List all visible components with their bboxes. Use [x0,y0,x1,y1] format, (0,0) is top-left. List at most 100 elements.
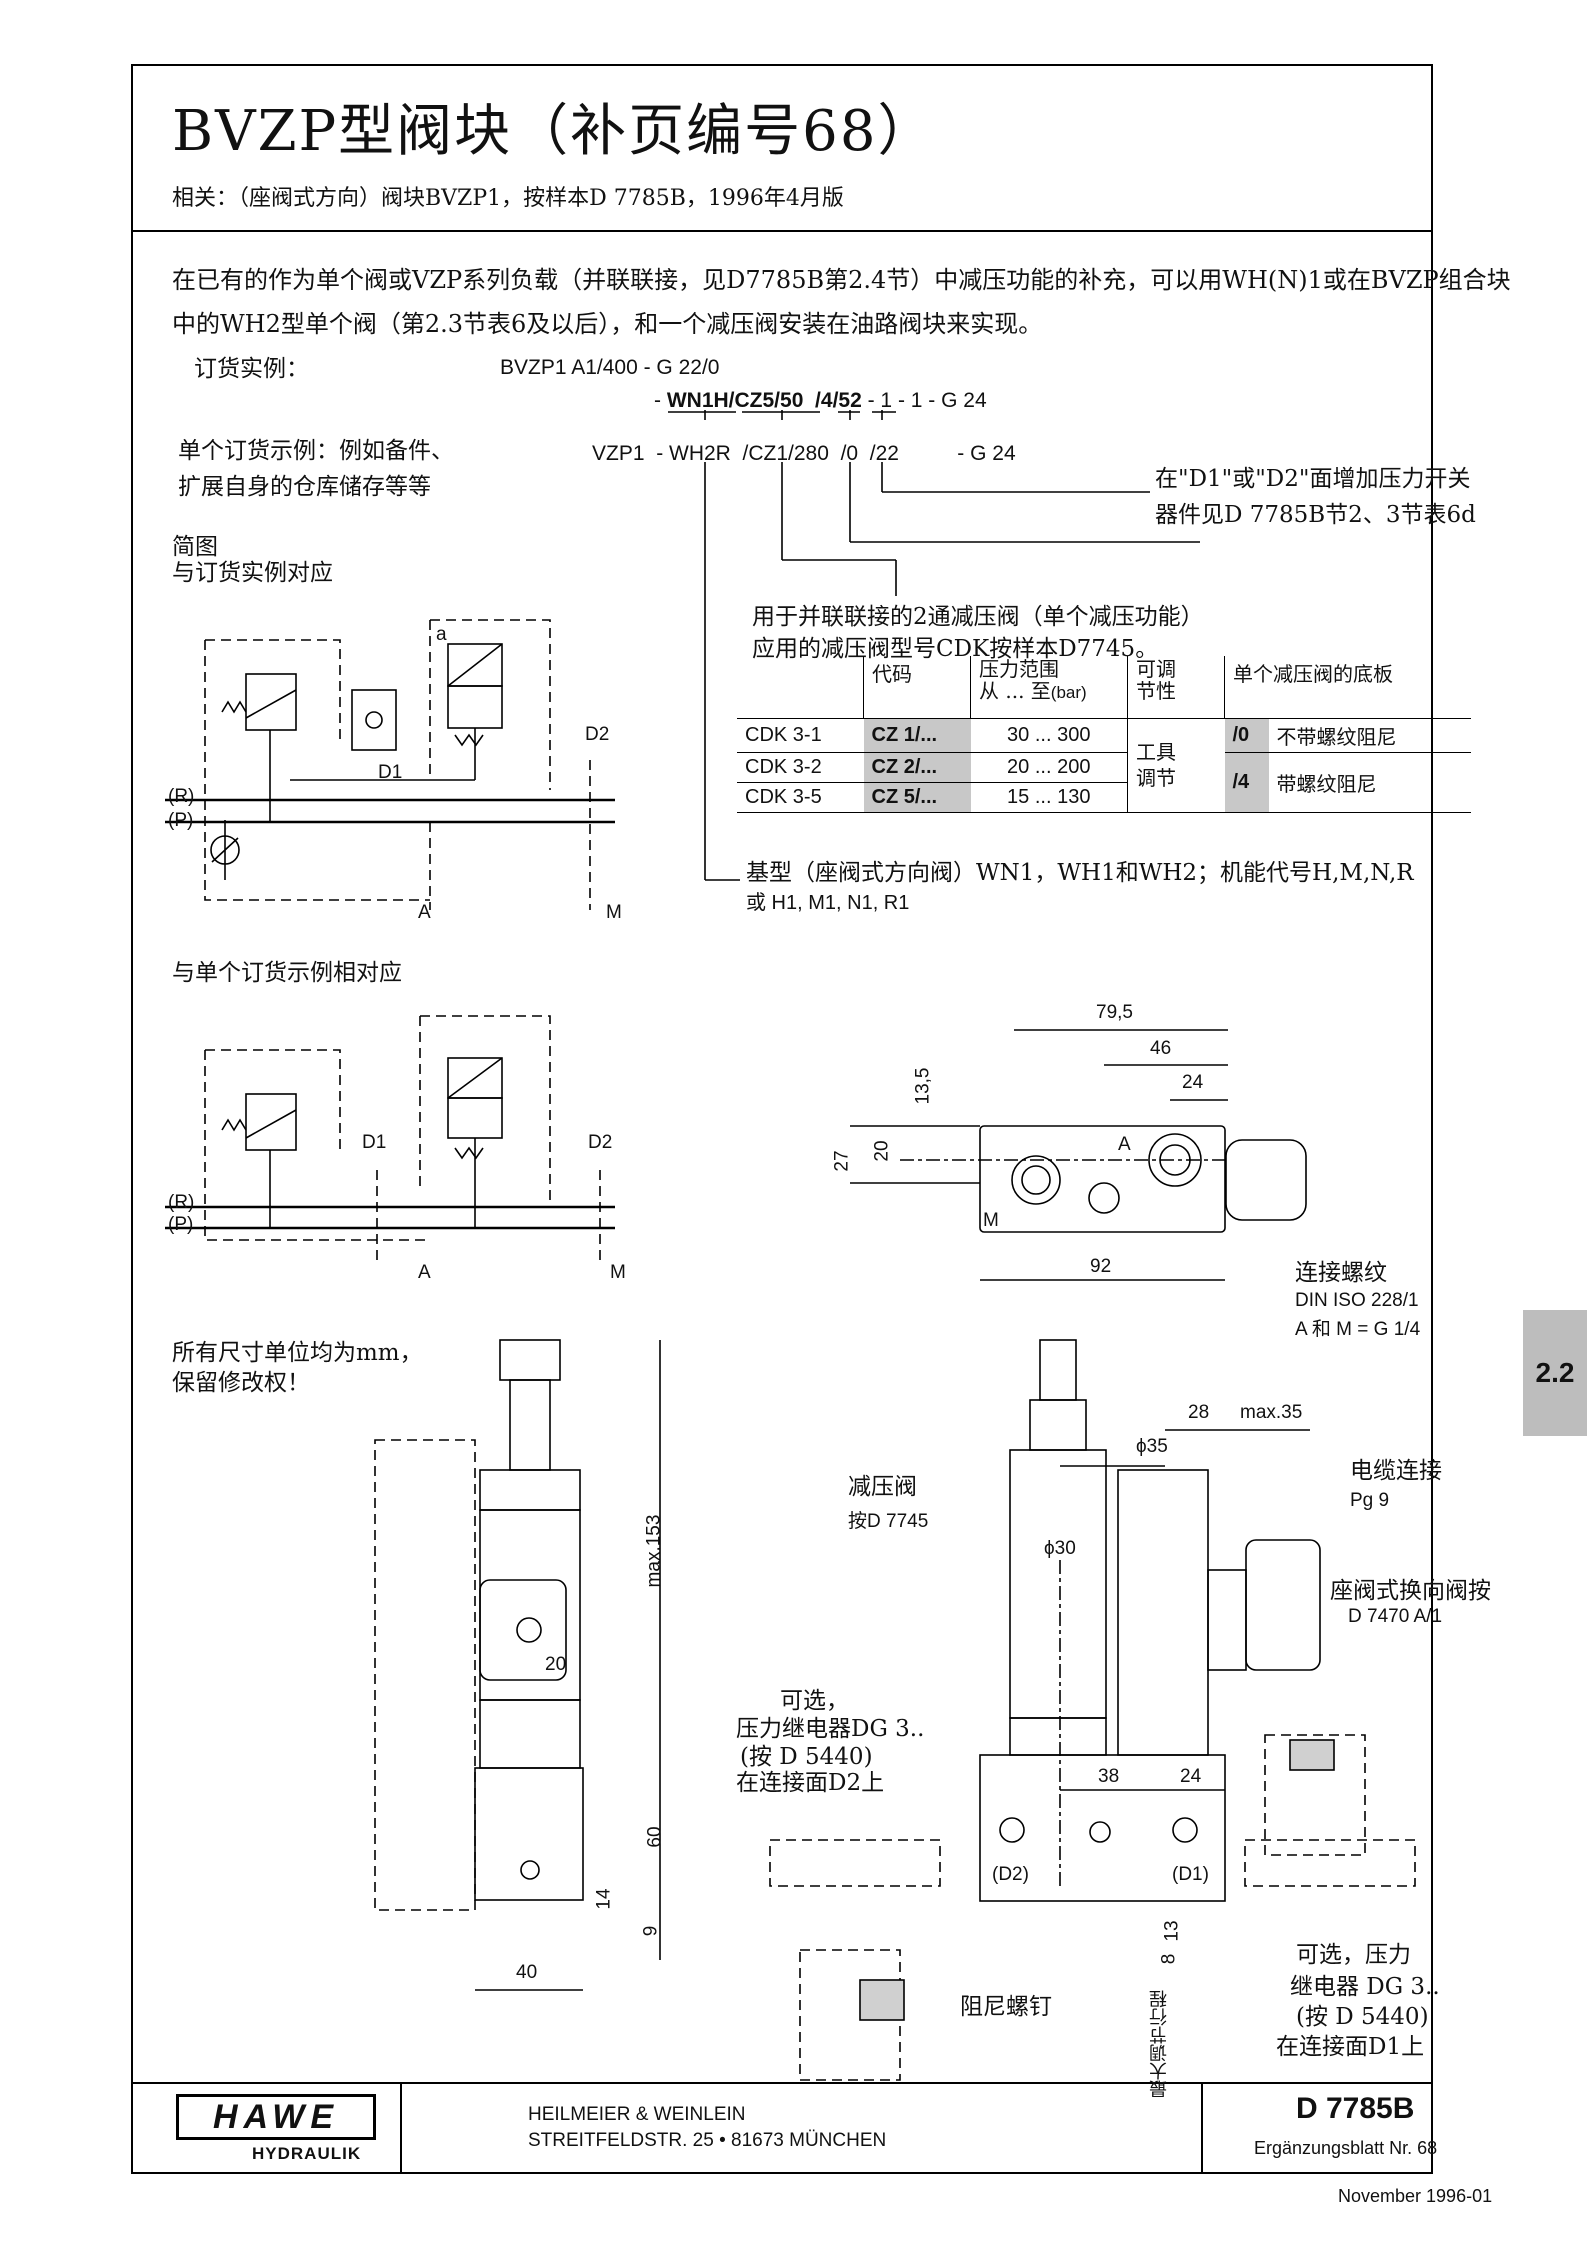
cdk-row-1-range: 30 ... 300 [1007,723,1091,746]
order-leader-lines [668,410,1200,881]
block-top-view [850,1029,1307,1281]
dim-20-top: 20 [871,1140,893,1162]
pressure-switch-note-1: 在"D1"或"D2"面增加压力开关 [1155,466,1471,492]
cdk-header-plate: 单个减压阀的底板 [1233,662,1393,686]
plate-0-code: /0 [1224,718,1269,752]
seat-valve-label-2: D 7470 A/1 [1348,1606,1443,1627]
port-r: (R) [168,786,195,807]
cdk-row-3-model: CDK 3-5 [745,785,822,808]
single-order-label-1: 单个订货示例：例如备件、 [178,438,454,464]
order-part-type: WN1H [666,389,729,412]
dim-9: 9 [640,1925,662,1937]
single-order-line: VZP1 - WH2R /CZ1/280 /0 /22 - G 24 [592,442,1016,465]
order-part-switch: /52 [832,389,862,412]
cdk-adjust-2: 调节 [1136,766,1176,790]
header-divider [131,230,1433,232]
damping-screw-label: 阻尼螺钉 [960,1994,1052,2020]
cdk-header-code: 代码 [872,662,912,686]
cdk-adjust-1: 工具 [1136,740,1176,764]
dim-24-top: 24 [1182,1072,1204,1093]
port-d2: D2 [585,724,610,745]
optional-left-1: 可选， [780,1688,849,1714]
dim-92: 92 [1090,1256,1112,1277]
optional-left-3: (按 D 5440) [740,1744,873,1770]
dim-28: 28 [1188,1402,1210,1423]
cdk-header-adjust-2: 节性 [1136,679,1176,703]
cdk-header-range-2: 从 ... 至 [979,679,1051,703]
schematic-single-example [165,1015,615,1260]
order-line-2: - WN1H/CZ5/50 /4/52 - 1 - 1 - G 24 [654,389,987,413]
port-r-2: (R) [168,1192,195,1213]
dim-8: 8 [1158,1953,1180,1965]
thread-std: DIN ISO 228/1 [1295,1290,1419,1311]
hawe-logo-sub: HYDRAULIK [252,2144,362,2163]
order-line-1: BVZP1 A1/400 - G 22/0 [500,356,720,379]
section-tab: 2.2 [1523,1310,1587,1436]
dim-24-front: 24 [1180,1766,1202,1787]
reducing-valve-label-1: 减压阀 [848,1474,917,1500]
port-m-2: M [610,1262,626,1283]
schematic-label-2: 与订货实例对应 [172,560,333,586]
port-d1-2: D1 [362,1132,387,1153]
front-view [769,1339,1416,2081]
cdk-row-3-code: CZ 5/... [863,782,971,812]
page-subtitle: 相关：（座阀式方向）阀块BVZP1，按样本D 7785B，1996年4月版 [172,186,844,211]
intro-paragraph: 在已有的作为单个阀或VZP系列负载（并联联接，见D7785B第2.4节）中减压功… [172,266,1511,338]
cdk-header-adjust: 可调 [1136,657,1176,681]
cdk-row-1-code: CZ 1/... [863,718,971,752]
footer-company: HEILMEIER & WEINLEIN [528,2104,746,2125]
cdk-row-2-code: CZ 2/... [863,752,971,782]
dim-46: 46 [1150,1038,1172,1059]
top-port-m: M [983,1210,999,1231]
port-d1-face: (D1) [1172,1864,1209,1885]
order-part-plate: /4 [815,389,833,412]
basic-type-2: 或 H1, M1, N1, R1 [746,892,910,914]
cdk-table: 代码 压力范围从 ... 至(bar) 可调节性 单个减压阀的底板 CDK 3-… [737,656,1471,813]
doc-id: D 7785B [1296,2092,1415,2125]
port-d2-face: (D2) [992,1864,1029,1885]
optional-left-2: 压力继电器DG 3.. [736,1716,925,1742]
plate-4-desc: 带螺纹阻尼 [1268,751,1471,813]
port-a-solenoid: a [436,624,447,645]
doc-date: November 1996-01 [1338,2186,1493,2206]
port-a-2: A [418,1262,431,1283]
dim-40: 40 [516,1962,538,1983]
dim-20-side: 20 [545,1654,567,1675]
page-frame [131,64,1433,2174]
side-view [374,1339,661,1991]
port-p-2: (P) [168,1214,194,1235]
optional-right-2: 继电器 DG 3.. [1290,1974,1440,2000]
pressure-switch-note-2: 器件见D 7785B节2、3节表6d [1155,502,1476,528]
cable-label-2: Pg 9 [1350,1490,1390,1511]
port-d2-2: D2 [588,1132,613,1153]
thread-val: A 和 M = G 1/4 [1295,1319,1421,1340]
order-line-2-suffix: - 1 - 1 - G 24 [861,389,987,412]
order-part-cz: /CZ5/50 [728,389,804,412]
single-schematic-label: 与单个订货示例相对应 [172,960,402,986]
single-order-label-2: 扩展自身的仓库储存等等 [178,474,431,500]
thread-label: 连接螺纹 [1295,1260,1387,1286]
dim-60: 60 [644,1826,666,1848]
port-m: M [606,902,622,923]
dim-38: 38 [1098,1766,1120,1787]
port-a: A [418,902,431,923]
schematic-order-example [165,619,615,910]
page-title: BVZP型阀块（补页编号68） [172,99,936,164]
dim-phi-35: ϕ35 [1136,1436,1168,1457]
dim-13-5: 13,5 [912,1067,934,1105]
plate-4-code: /4 [1224,751,1269,812]
cdk-row-2-model: CDK 3-2 [745,755,822,778]
optional-left-4: 在连接面D2上 [736,1770,885,1796]
order-example-label: 订货实例： [194,356,309,382]
footer-vdivider-2 [1201,2082,1203,2174]
cdk-row-1-model: CDK 3-1 [745,723,822,746]
cdk-header-range: 压力范围 [979,657,1059,681]
doc-sub: Ergänzungsblatt Nr. 68 [1254,2138,1438,2158]
optional-right-4: 在连接面D1上 [1276,2034,1425,2060]
top-port-a: A [1118,1134,1131,1155]
schematic-label-1: 简图 [172,534,218,560]
port-d1: D1 [378,762,403,783]
cable-label-1: 电缆连接 [1350,1458,1442,1484]
note-units: 所有尺寸单位均为mm， [172,1340,423,1366]
